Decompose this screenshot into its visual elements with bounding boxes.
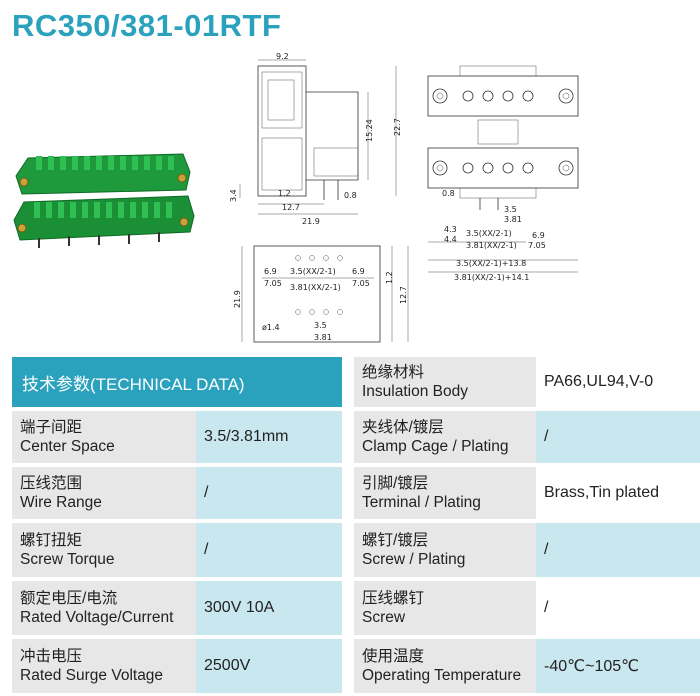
label-en: Center Space: [20, 438, 115, 455]
pcb-layout-drawing: 6.9 7.05 3.5(XX/2-1) 3.81(XX/2-1) 6.9 7.…: [233, 245, 409, 343]
row-value: /: [536, 523, 700, 577]
label-en: Terminal / Plating: [362, 494, 481, 511]
row-label: 压线范围 Wire Range: [12, 467, 196, 519]
row-value: /: [196, 467, 342, 519]
table-row: 引脚/镀层 Terminal / Plating Brass,Tin plate…: [354, 467, 700, 519]
dim-label: 6.9: [264, 267, 277, 276]
dim-label: 22.7: [393, 118, 402, 136]
dim-label: 7.05: [264, 279, 282, 288]
front-view-drawing: 0.8 3.5 3.81 4.3 4.4 3.5(XX/2-1) 3.81(XX…: [427, 65, 579, 282]
row-value: /: [196, 523, 342, 577]
label-zh: 螺钉/镀层: [362, 532, 429, 549]
row-label: 绝缘材料 Insulation Body: [354, 357, 536, 407]
dim-label: 7.05: [528, 241, 546, 250]
dim-label: 1.2: [385, 271, 394, 284]
label-en: Screw / Plating: [362, 551, 466, 568]
row-label: 夹线体/镀层 Clamp Cage / Plating: [354, 411, 536, 463]
row-label: 螺钉扭矩 Screw Torque: [12, 523, 196, 577]
table-header: 技术参数(TECHNICAL DATA): [12, 357, 342, 407]
dim-label: 15.24: [365, 119, 374, 142]
dim-label: 3.5(XX/2-1): [290, 267, 336, 276]
dim-label: 21.9: [233, 290, 242, 308]
label-zh: 使用温度: [362, 648, 425, 665]
dim-label: 3.81: [314, 333, 332, 342]
label-en: Screw Torque: [20, 551, 115, 568]
table-row: 冲击电压 Rated Surge Voltage 2500V: [12, 639, 342, 693]
table-row: 螺钉扭矩 Screw Torque /: [12, 523, 342, 577]
dim-label: 3.81(XX/2-1)+14.1: [454, 273, 529, 282]
row-label: 螺钉/镀层 Screw / Plating: [354, 523, 536, 577]
table-row: 使用温度 Operating Temperature -40℃~105℃: [354, 639, 700, 693]
table-row: 绝缘材料 Insulation Body PA66,UL94,V-0: [354, 357, 700, 407]
technical-data-table: 技术参数(TECHNICAL DATA) 端子间距 Center Space 3…: [0, 357, 700, 696]
table-row: 端子间距 Center Space 3.5/3.81mm: [12, 411, 342, 463]
label-zh: 夹线体/镀层: [362, 419, 444, 436]
dim-label: ø1.4: [262, 323, 280, 332]
label-zh: 引脚/镀层: [362, 475, 429, 492]
row-label: 使用温度 Operating Temperature: [354, 639, 536, 693]
dim-label: 4.4: [444, 235, 457, 244]
dim-label: 3.81(XX/2-1): [290, 283, 341, 292]
label-zh: 额定电压/电流: [20, 590, 118, 607]
dim-label: 7.05: [352, 279, 370, 288]
row-label: 压线螺钉 Screw: [354, 581, 536, 635]
label-en: Clamp Cage / Plating: [362, 438, 509, 455]
row-value: PA66,UL94,V-0: [536, 357, 700, 407]
row-label: 端子间距 Center Space: [12, 411, 196, 463]
dim-label: 0.8: [442, 189, 455, 198]
dim-label: 6.9: [532, 231, 545, 240]
row-label: 引脚/镀层 Terminal / Plating: [354, 467, 536, 519]
row-value: 2500V: [196, 639, 342, 693]
row-value: /: [536, 581, 700, 635]
dim-label: 6.9: [352, 267, 365, 276]
label-zh: 压线范围: [20, 475, 83, 492]
label-zh: 绝缘材料: [362, 364, 425, 381]
row-label: 冲击电压 Rated Surge Voltage: [12, 639, 196, 693]
label-zh: 螺钉扭矩: [20, 532, 83, 549]
side-view-drawing: 9.2 22.7 15.24 3.4 1.2 0.8 12.7 21.9: [229, 52, 402, 226]
dim-label: 3.5: [314, 321, 327, 330]
row-value: /: [536, 411, 700, 463]
dim-label: 0.8: [344, 191, 357, 200]
dim-label: 3.81(XX/2-1): [466, 241, 517, 250]
label-en: Wire Range: [20, 494, 102, 511]
dim-label: 12.7: [282, 203, 300, 212]
row-value: 3.5/3.81mm: [196, 411, 342, 463]
table-row: 螺钉/镀层 Screw / Plating /: [354, 523, 700, 577]
table-row: 额定电压/电流 Rated Voltage/Current 300V 10A: [12, 581, 342, 635]
row-value: Brass,Tin plated: [536, 467, 700, 519]
label-en: Rated Voltage/Current: [20, 609, 174, 626]
label-en: Rated Surge Voltage: [20, 667, 164, 684]
label-en: Operating Temperature: [362, 667, 522, 684]
table-row: 压线螺钉 Screw /: [354, 581, 700, 635]
dim-label: 3.5(XX/2-1)+13.8: [456, 259, 526, 268]
label-en: Screw: [362, 609, 406, 626]
dim-label: 12.7: [399, 286, 408, 304]
label-zh: 冲击电压: [20, 648, 83, 665]
product-photo: [13, 153, 195, 248]
dim-label: 4.3: [444, 225, 457, 234]
label-en: Insulation Body: [362, 383, 468, 400]
label-zh: 端子间距: [20, 419, 83, 436]
dim-label: 3.5(XX/2-1): [466, 229, 512, 238]
row-label: 额定电压/电流 Rated Voltage/Current: [12, 581, 196, 635]
dim-label: 1.2: [278, 189, 291, 198]
row-value: -40℃~105℃: [536, 639, 700, 693]
dim-label: 3.81: [504, 215, 522, 224]
dim-label: 21.9: [302, 217, 320, 226]
dim-label: 9.2: [276, 52, 289, 61]
label-zh: 压线螺钉: [362, 590, 425, 607]
page-title: RC350/381-01RTF: [12, 8, 282, 43]
table-row: 夹线体/镀层 Clamp Cage / Plating /: [354, 411, 700, 463]
table-row: 压线范围 Wire Range /: [12, 467, 342, 519]
dim-label: 3.5: [504, 205, 517, 214]
dim-label: 3.4: [229, 189, 238, 202]
row-value: 300V 10A: [196, 581, 342, 635]
